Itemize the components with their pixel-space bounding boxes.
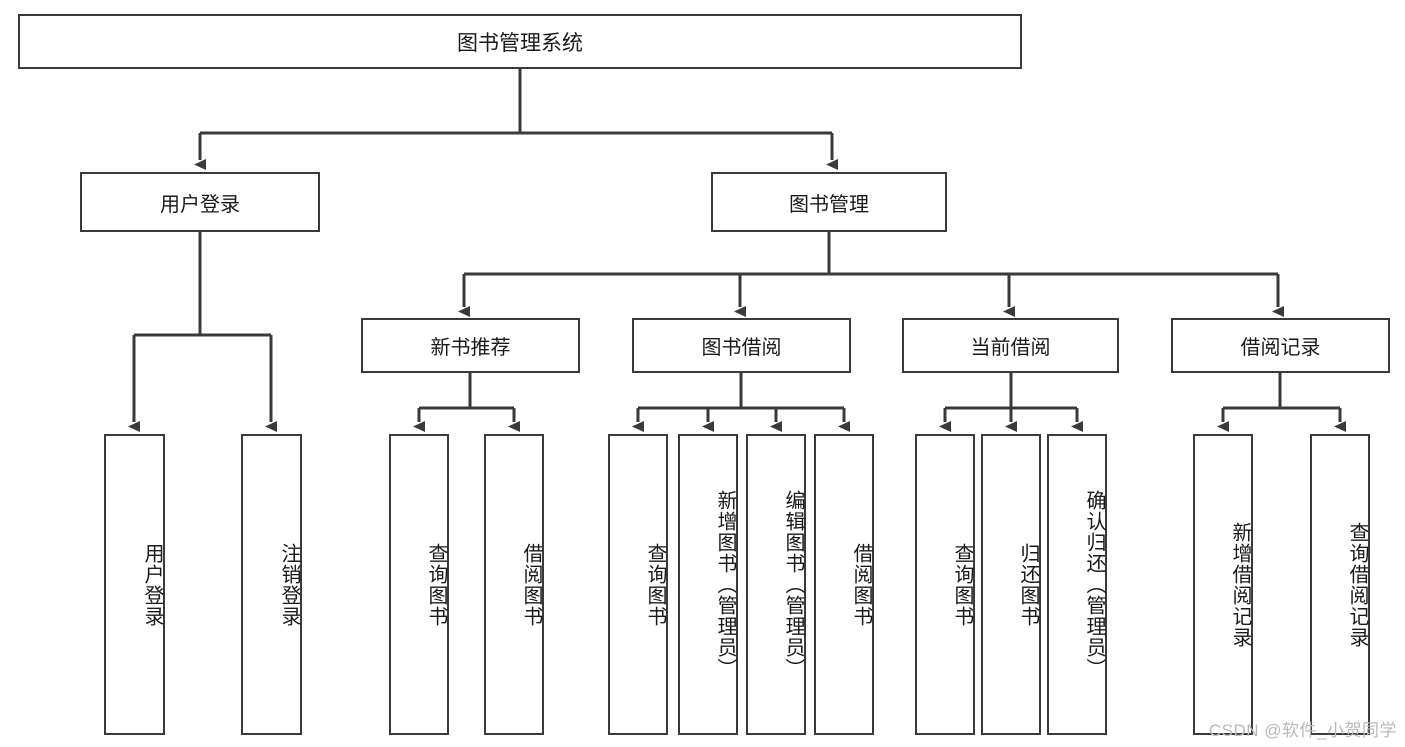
node-leaf-query-borrow-record-label: 查询借阅记录: [1346, 521, 1368, 648]
node-root-system-label: 图书管理系统: [457, 31, 583, 55]
node-new-book-recommend-label: 新书推荐: [430, 337, 511, 359]
node-leaf-edit-book-admin[interactable]: 编辑图书（管理员）: [746, 434, 806, 735]
node-leaf-query-book-new-label: 查询图书: [425, 542, 447, 627]
node-user-login-label: 用户登录: [160, 193, 240, 216]
node-book-management-label: 图书管理: [789, 193, 869, 216]
node-leaf-return-book-label: 归还图书: [1017, 542, 1039, 627]
node-leaf-query-book[interactable]: 查询图书: [608, 434, 668, 735]
node-leaf-user-login-label: 用户登录: [141, 542, 163, 627]
node-leaf-borrow-book-new[interactable]: 借阅图书: [484, 434, 544, 735]
node-root-system[interactable]: 图书管理系统: [18, 14, 1022, 69]
node-borrow-records[interactable]: 借阅记录: [1171, 318, 1390, 373]
node-book-management[interactable]: 图书管理: [711, 172, 947, 232]
node-leaf-edit-book-admin-label: 编辑图书（管理员）: [782, 490, 804, 679]
node-current-borrow[interactable]: 当前借阅: [902, 318, 1119, 373]
node-leaf-borrow-book-label: 借阅图书: [850, 542, 872, 627]
node-book-borrow[interactable]: 图书借阅: [632, 318, 851, 373]
node-leaf-add-book-admin-label: 新增图书（管理员）: [714, 490, 736, 679]
node-leaf-query-book-new[interactable]: 查询图书: [389, 434, 449, 735]
node-current-borrow-label: 当前借阅: [970, 337, 1051, 359]
node-leaf-add-borrow-record[interactable]: 新增借阅记录: [1193, 434, 1253, 735]
node-leaf-add-borrow-record-label: 新增借阅记录: [1229, 521, 1251, 648]
csdn-watermark: CSDN @软件_小贺同学: [1208, 721, 1397, 740]
node-leaf-query-borrow-record[interactable]: 查询借阅记录: [1310, 434, 1370, 735]
node-leaf-logout-label: 注销登录: [278, 542, 300, 627]
node-user-login[interactable]: 用户登录: [80, 172, 320, 232]
node-leaf-logout[interactable]: 注销登录: [241, 434, 302, 735]
node-leaf-borrow-book-new-label: 借阅图书: [520, 542, 542, 627]
node-leaf-query-book-label: 查询图书: [644, 542, 666, 627]
node-borrow-records-label: 借阅记录: [1240, 337, 1321, 359]
node-leaf-add-book-admin[interactable]: 新增图书（管理员）: [678, 434, 738, 735]
node-leaf-user-login[interactable]: 用户登录: [104, 434, 165, 735]
node-new-book-recommend[interactable]: 新书推荐: [361, 318, 580, 373]
node-leaf-borrow-book[interactable]: 借阅图书: [814, 434, 874, 735]
node-book-borrow-label: 图书借阅: [701, 337, 782, 359]
node-leaf-confirm-return-admin-label: 确认归还（管理员）: [1083, 490, 1105, 679]
node-leaf-confirm-return-admin[interactable]: 确认归还（管理员）: [1047, 434, 1107, 735]
node-leaf-query-book-current-label: 查询图书: [951, 542, 973, 627]
node-leaf-query-book-current[interactable]: 查询图书: [915, 434, 975, 735]
node-leaf-return-book[interactable]: 归还图书: [981, 434, 1041, 735]
